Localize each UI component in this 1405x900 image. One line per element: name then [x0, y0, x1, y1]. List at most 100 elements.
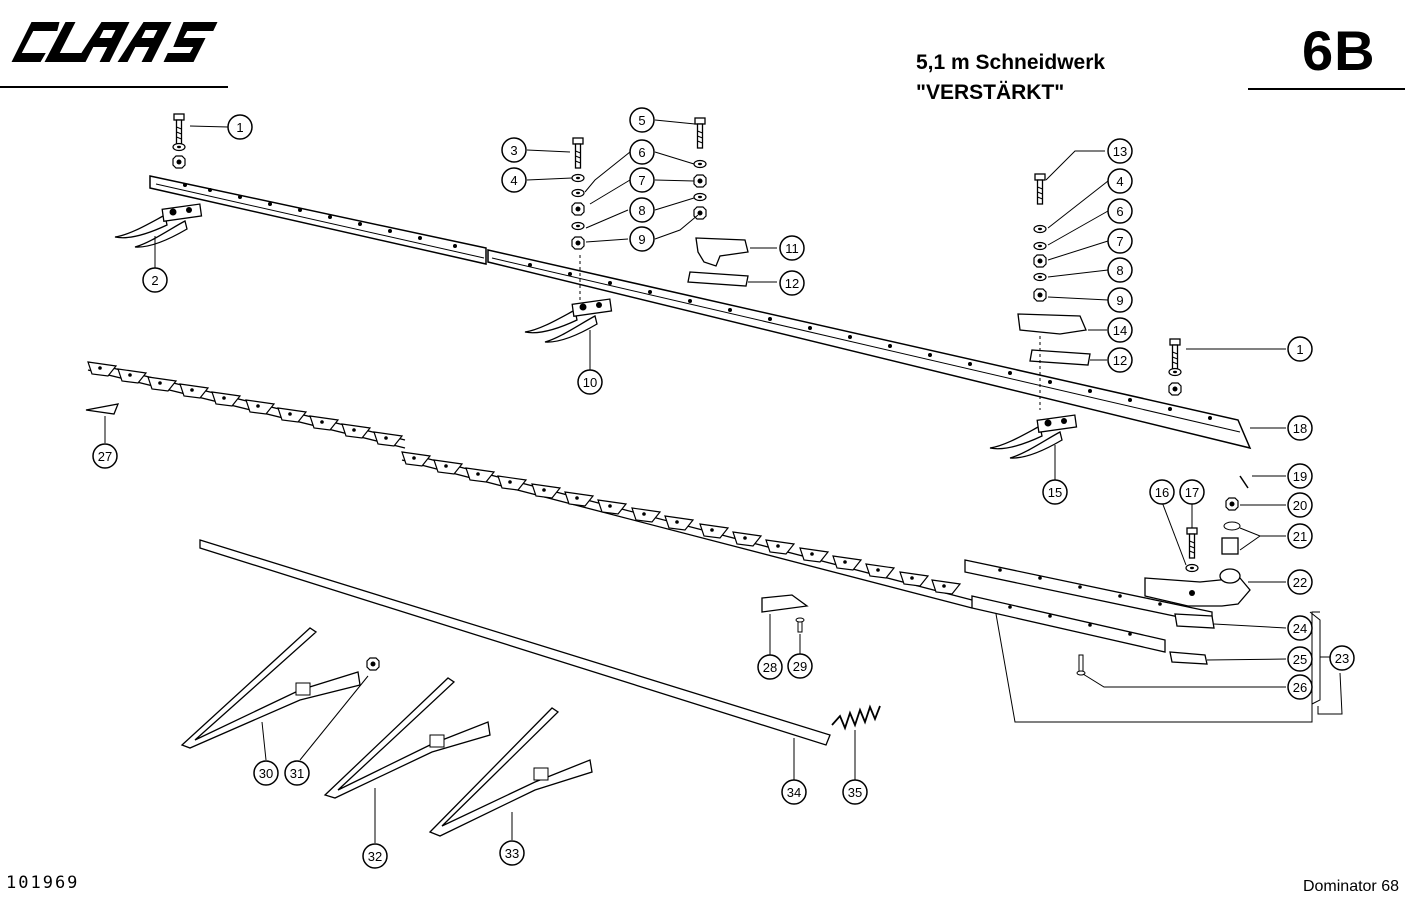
callout-22: 22 — [1287, 569, 1313, 595]
callout-label: 31 — [290, 766, 304, 781]
washer-left — [172, 142, 186, 152]
callout-label: 4 — [510, 173, 517, 188]
plate-25 — [1169, 651, 1208, 665]
callout-18: 18 — [1287, 415, 1313, 441]
callout-label: 30 — [259, 766, 273, 781]
callout-2: 2 — [142, 267, 168, 293]
callout-label: 18 — [1293, 421, 1307, 436]
callout-6: 6 — [629, 139, 655, 165]
callout-1: 1 — [227, 114, 253, 140]
callout-label: 8 — [638, 203, 645, 218]
callout-21: 21 — [1287, 523, 1313, 549]
bolt-1-left — [173, 113, 185, 145]
callout-label: 3 — [510, 143, 517, 158]
callout-label: 15 — [1048, 485, 1062, 500]
callout-15: 15 — [1042, 479, 1068, 505]
callout-23: 23 — [1329, 645, 1355, 671]
callout-31: 31 — [284, 760, 310, 786]
knife-head-22 — [1144, 577, 1251, 607]
section-28 — [761, 594, 809, 613]
callout-label: 19 — [1293, 469, 1307, 484]
plate-14 — [1017, 313, 1087, 335]
callout-17: 17 — [1179, 479, 1205, 505]
nut-7b — [693, 174, 707, 188]
washer-16 — [1185, 563, 1199, 573]
callout-label: 24 — [1293, 621, 1307, 636]
finger-guard-15 — [989, 414, 1078, 459]
callout-label: 22 — [1293, 575, 1307, 590]
callout-34: 34 — [781, 779, 807, 805]
drawing-number: 101969 — [6, 873, 80, 893]
callout-7: 7 — [629, 167, 655, 193]
callout-label: 21 — [1293, 529, 1307, 544]
guard-33 — [428, 707, 593, 837]
bolt-3 — [572, 137, 584, 169]
callout-11: 11 — [779, 235, 805, 261]
callout-label: 29 — [793, 659, 807, 674]
callout-12: 12 — [779, 270, 805, 296]
callout-4: 4 — [1107, 168, 1133, 194]
bushing-21 — [1221, 537, 1239, 555]
callout-label: 34 — [787, 785, 801, 800]
callout-label: 25 — [1293, 652, 1307, 667]
callout-label: 23 — [1335, 651, 1349, 666]
callout-label: 10 — [583, 375, 597, 390]
washer-8b — [693, 192, 707, 202]
machine-model: Dominator 68 — [1302, 878, 1399, 895]
diagram-subtitle: "VERSTÄRKT" — [916, 81, 1065, 104]
shim-12 — [687, 271, 749, 287]
washer-6 — [571, 188, 585, 198]
callout-9: 9 — [1107, 287, 1133, 313]
callout-label: 2 — [151, 273, 158, 288]
callout-30: 30 — [253, 760, 279, 786]
callout-label: 33 — [505, 846, 519, 861]
callout-9: 9 — [629, 226, 655, 252]
callout-label: 1 — [1296, 342, 1303, 357]
callout-label: 5 — [638, 113, 645, 128]
bolt-13 — [1034, 173, 1046, 205]
shim-12r — [1029, 349, 1091, 366]
knife-section-row-2 — [401, 451, 973, 609]
callout-label: 1 — [236, 120, 243, 135]
callout-25: 25 — [1287, 646, 1313, 672]
guard-32 — [323, 677, 491, 799]
cotter-pin-19 — [1239, 475, 1249, 489]
callout-label: 7 — [1116, 234, 1123, 249]
callout-24: 24 — [1287, 615, 1313, 641]
knife-section-27 — [85, 403, 120, 415]
spring-35 — [831, 704, 881, 731]
callout-8: 8 — [1107, 257, 1133, 283]
callout-label: 17 — [1185, 485, 1199, 500]
ring-21 — [1223, 521, 1241, 531]
callout-label: 4 — [1116, 174, 1123, 189]
callout-33: 33 — [499, 840, 525, 866]
callout-4: 4 — [501, 167, 527, 193]
nut-9 — [571, 236, 585, 250]
callout-14: 14 — [1107, 317, 1133, 343]
callout-20: 20 — [1287, 492, 1313, 518]
bolt-17 — [1186, 527, 1198, 559]
callout-label: 8 — [1116, 263, 1123, 278]
callout-16: 16 — [1149, 479, 1175, 505]
callout-label: 13 — [1113, 144, 1127, 159]
nut-7 — [571, 202, 585, 216]
washer-6r — [1033, 241, 1047, 251]
callout-label: 9 — [638, 232, 645, 247]
callout-label: 26 — [1293, 680, 1307, 695]
plate-11 — [695, 237, 749, 267]
callout-32: 32 — [362, 843, 388, 869]
callout-label: 7 — [638, 173, 645, 188]
washer-right — [1168, 367, 1182, 377]
callout-6: 6 — [1107, 198, 1133, 224]
callout-label: 6 — [638, 145, 645, 160]
callout-3: 3 — [501, 137, 527, 163]
callout-label: 28 — [763, 660, 777, 675]
callout-12: 12 — [1107, 347, 1133, 373]
finger-guard-10 — [524, 298, 613, 343]
washer-8 — [571, 221, 585, 231]
nut-left — [172, 155, 186, 169]
guard-30 — [180, 627, 361, 749]
